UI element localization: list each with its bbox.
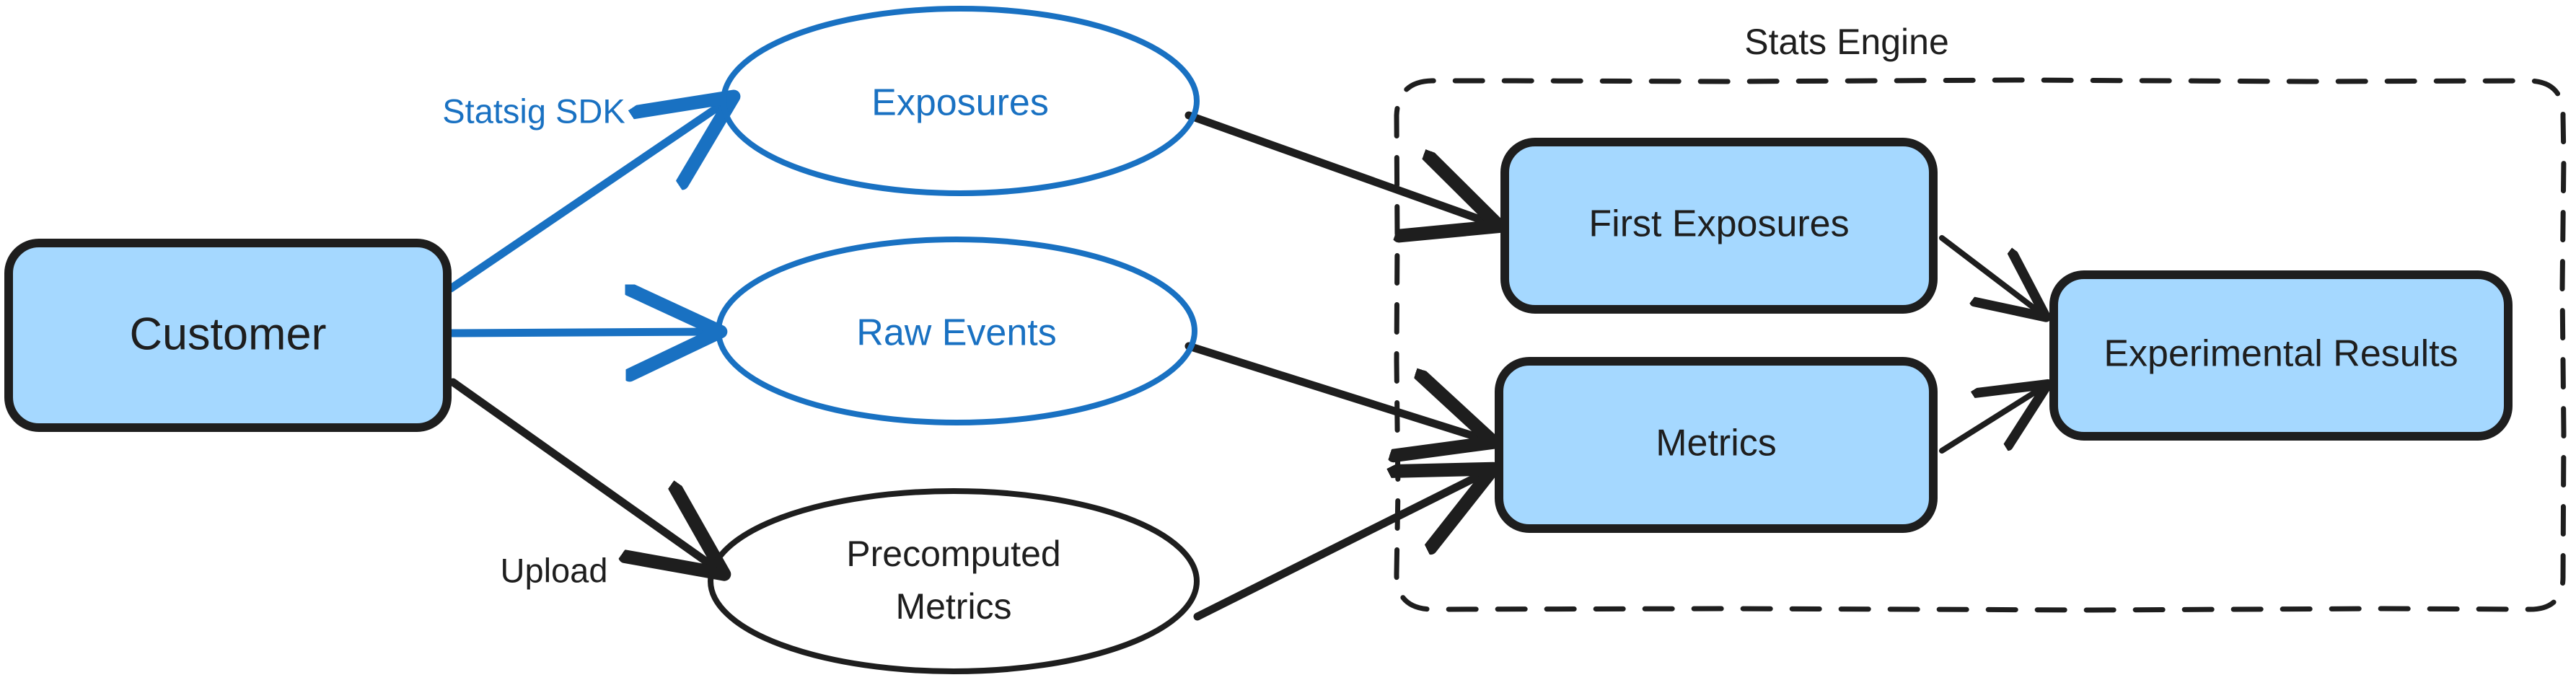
node-label-first-exposures: First Exposures <box>1588 203 1849 245</box>
node-exposures[interactable]: Exposures <box>721 6 1200 196</box>
node-experimental-results[interactable]: Experimental Results <box>2049 270 2513 441</box>
node-shape <box>716 237 1197 425</box>
node-metrics[interactable]: Metrics <box>1495 357 1938 533</box>
node-shape <box>721 6 1200 196</box>
node-shape <box>708 488 1200 674</box>
edge-raw-events-to-metrics <box>1184 342 1486 440</box>
edge-first-exposures-to-experimental-results <box>1939 235 2041 314</box>
node-label-metrics: Metrics <box>1656 423 1777 464</box>
edge-label-statsig-sdk: Statsig SDK <box>442 92 625 130</box>
edge-exposures-to-first-exposures <box>1184 111 1492 224</box>
node-label-exposures: Exposures <box>871 82 1049 124</box>
stats-engine-border <box>1394 77 2567 613</box>
node-shape <box>1495 357 1938 533</box>
node-label-experimental-results: Experimental Results <box>2104 333 2458 375</box>
node-raw-events[interactable]: Raw Events <box>716 237 1197 425</box>
node-label-raw-events: Raw Events <box>856 312 1056 354</box>
edge-customer-to-raw-events <box>447 332 713 333</box>
edge-line <box>447 101 727 293</box>
edge-customer-to-precomputed-metrics: Upload <box>449 378 718 589</box>
edge-line <box>449 378 718 570</box>
node-shape <box>1500 138 1938 314</box>
edge-line <box>447 332 713 333</box>
edge-precomputed-metrics-to-metrics <box>1193 472 1486 621</box>
edge-line <box>1184 111 1492 224</box>
node-first-exposures[interactable]: First Exposures <box>1500 138 1938 314</box>
node-customer[interactable]: Customer <box>4 239 452 432</box>
node-label-precomputed-metrics-line2: Metrics <box>895 586 1011 627</box>
node-precomputed-metrics[interactable]: Precomputed Metrics <box>708 488 1200 674</box>
node-shape <box>2049 270 2513 441</box>
node-label-customer: Customer <box>129 309 326 360</box>
edge-customer-to-exposures: Statsig SDK <box>442 92 727 293</box>
group-stats-engine: Stats Engine <box>1394 22 2567 613</box>
edge-metrics-to-experimental-results <box>1939 387 2043 454</box>
edge-line <box>1184 342 1486 440</box>
edge-line <box>1193 472 1486 621</box>
node-shape <box>4 239 452 432</box>
stats-engine-title: Stats Engine <box>1744 22 1949 62</box>
node-label-precomputed-metrics-line1: Precomputed <box>846 534 1060 574</box>
edge-line <box>1939 387 2043 454</box>
edge-label-upload: Upload <box>501 551 608 589</box>
edge-line <box>1939 235 2041 314</box>
